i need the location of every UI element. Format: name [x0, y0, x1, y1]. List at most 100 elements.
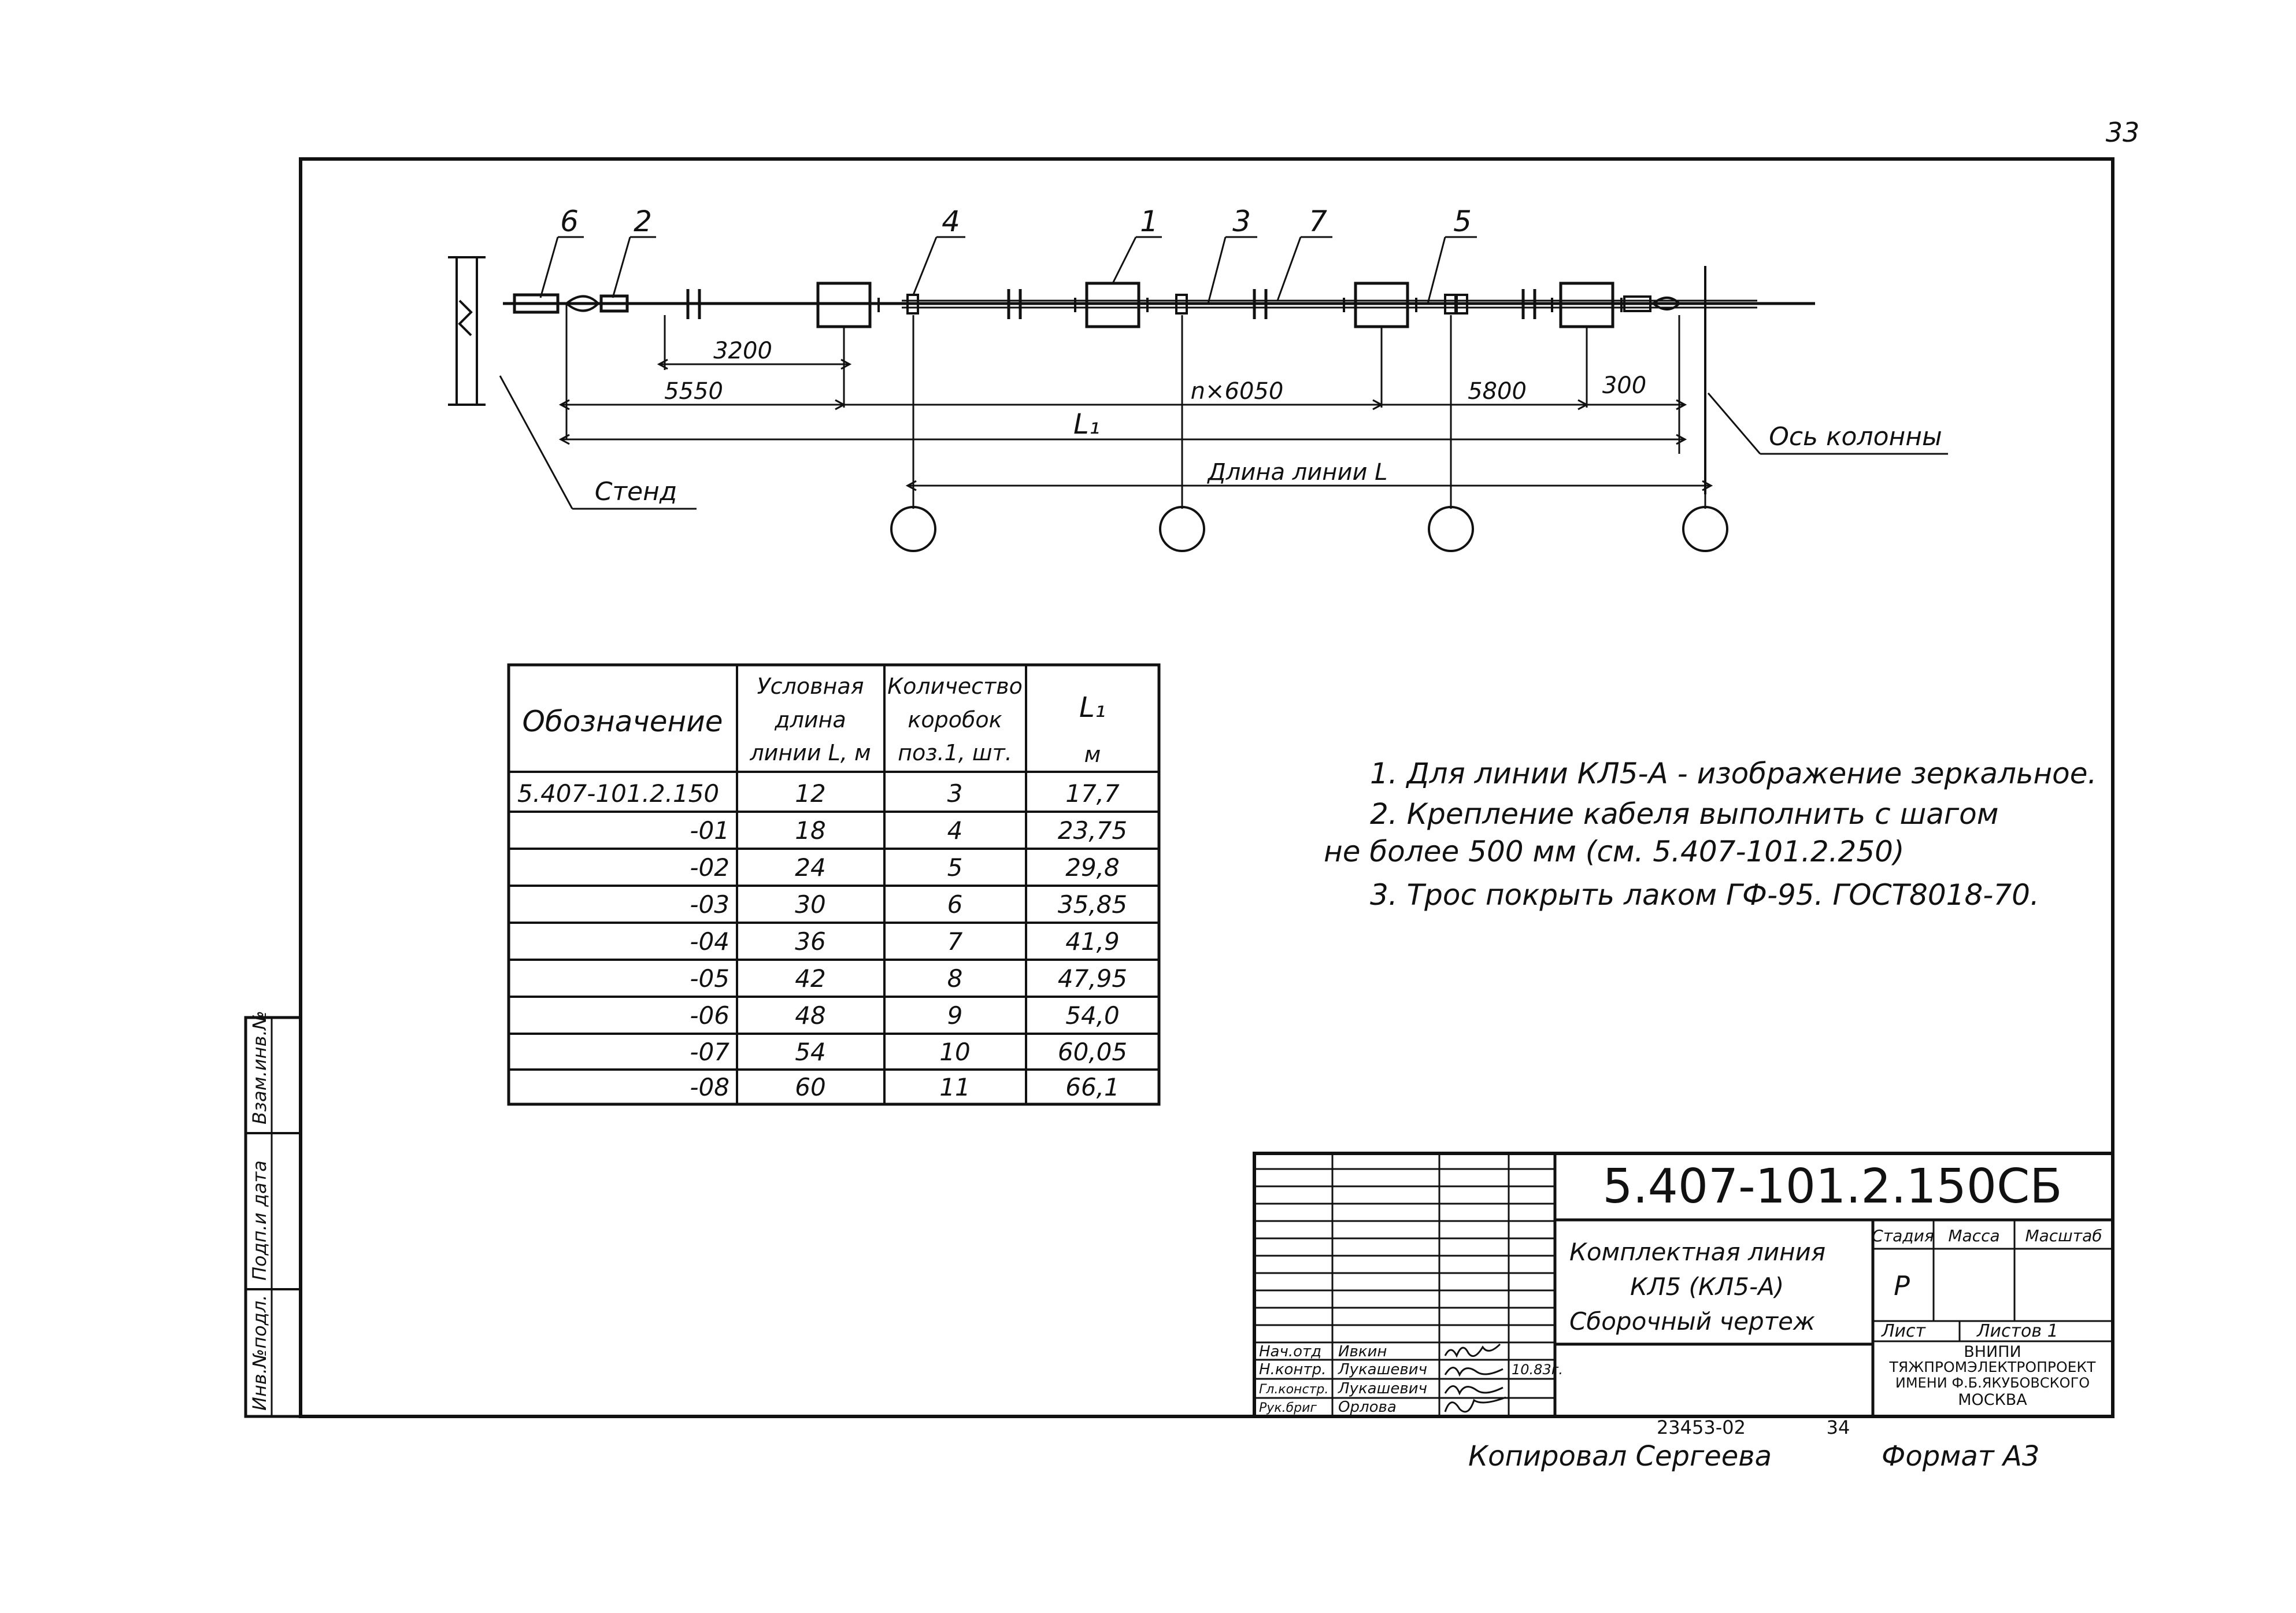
note-2-cont: не более 500 мм (см. 5.407-101.2.250) [1324, 835, 1904, 868]
svg-text:Рук.бриг: Рук.бриг [1259, 1401, 1317, 1415]
svg-text:8: 8 [947, 964, 963, 993]
column-markers [890, 506, 1728, 552]
header-designation: Обозначение [523, 705, 723, 738]
callout-1: 1 [1140, 205, 1158, 238]
sheets-label: Листов 1 [1976, 1321, 2058, 1341]
turnbuckle-loop [564, 295, 600, 312]
callout-7: 7 [1309, 205, 1327, 238]
end-sleeve [1623, 295, 1651, 312]
svg-text:-06: -06 [690, 1001, 729, 1030]
dim-5800: 5800 [1468, 378, 1527, 405]
order-number: 23453-02 [1657, 1416, 1746, 1438]
svg-text:Нач.отд: Нач.отд [1259, 1343, 1321, 1360]
dim-n6050: n×6050 [1191, 378, 1284, 405]
dimension-texts: 3200 5550 n×6050 5800 300 L₁ Длина линии… [595, 338, 1942, 506]
header-nominal-length-1: Условная [757, 674, 864, 699]
col-stage: Стадия [1872, 1226, 1934, 1245]
cable-clamp [1175, 294, 1188, 315]
table-row: -05 42 8 47,95 [690, 964, 1127, 993]
title-line-2: КЛ5 (КЛ5-А) [1630, 1272, 1784, 1301]
svg-text:42: 42 [795, 964, 825, 993]
svg-text:Орлова: Орлова [1338, 1399, 1397, 1416]
header-box-count-3: поз.1, шт. [898, 740, 1012, 765]
format-label: Формат А3 [1882, 1440, 2039, 1473]
col-scale: Масштаб [2025, 1226, 2102, 1245]
svg-text:12: 12 [795, 779, 825, 808]
callout-5: 5 [1453, 205, 1472, 238]
svg-text:Гл.констр.: Гл.констр. [1259, 1382, 1328, 1397]
table-row: -06 48 9 54,0 [690, 1001, 1119, 1030]
end-loop [1651, 297, 1681, 310]
stand-label: Стенд [595, 477, 677, 506]
table-row: -07 54 10 60,05 [690, 1038, 1127, 1066]
notes: 1. Для линии КЛ5-А - изображение зеркаль… [1324, 757, 2097, 912]
assembly-diagram [448, 236, 1948, 552]
staff-row: Нач.отд Ивкин [1259, 1343, 1387, 1360]
table-row: -04 36 7 41,9 [690, 927, 1119, 956]
cable-clamp [1456, 294, 1468, 315]
dimension-lines [558, 358, 1713, 491]
svg-text:5.407-101.2.150: 5.407-101.2.150 [517, 779, 719, 808]
svg-text:Лукашевич: Лукашевич [1338, 1361, 1427, 1378]
date-stamp: 10.83г. [1512, 1362, 1563, 1378]
column-circle [1682, 506, 1728, 552]
stand-wall [448, 256, 486, 406]
title-line-3: Сборочный чертеж [1569, 1307, 1815, 1335]
staff-row: Гл.констр. Лукашевич [1259, 1380, 1427, 1397]
col-mass: Масса [1948, 1226, 1999, 1245]
dim-line-length: Длина линии L [1207, 459, 1388, 486]
dim-5550: 5550 [664, 378, 723, 405]
svg-text:-02: -02 [690, 853, 729, 882]
header-l1: L₁ [1079, 691, 1106, 724]
stage-value: Р [1894, 1270, 1910, 1301]
callout-3: 3 [1232, 205, 1251, 238]
anchor-sleeve [513, 293, 560, 314]
svg-text:48: 48 [795, 1001, 825, 1030]
note-3: 3. Трос покрыть лаком ГФ-95. ГОСТ8018-70… [1370, 878, 2039, 912]
staff-row: Н.контр. Лукашевич [1259, 1361, 1427, 1378]
stamp-sign-date: Подп.и дата [249, 1160, 271, 1281]
staff-rows: Нач.отд Ивкин Н.контр. Лукашевич Гл.конс… [1259, 1343, 1563, 1416]
stamp-replace-inv: Взам.инв.№ [249, 1011, 271, 1124]
svg-text:18: 18 [795, 816, 825, 845]
org-line-3: ИМЕНИ Ф.Б.ЯКУБОВСКОГО [1895, 1375, 2090, 1391]
org-line-2: ТЯЖПРОМЭЛЕКТРОПРОЕКТ [1889, 1359, 2097, 1375]
column-circle [890, 506, 936, 552]
svg-text:29,8: 29,8 [1065, 853, 1120, 882]
cable-clamp [906, 294, 919, 315]
dim-300: 300 [1602, 372, 1646, 399]
callout-numbers: 6 2 4 1 3 7 5 [560, 205, 1472, 238]
org-line-1: ВНИПИ [1964, 1343, 2021, 1361]
svg-text:41,9: 41,9 [1065, 927, 1120, 956]
svg-text:-01: -01 [690, 816, 729, 845]
side-stamp: Инв.№подл. Подп.и дата Взам.инв.№ [244, 1011, 302, 1418]
svg-text:36: 36 [795, 927, 825, 956]
sheet-34: 34 [1827, 1416, 1850, 1438]
svg-text:-03: -03 [690, 890, 729, 919]
sheet-label: Лист [1881, 1321, 1927, 1341]
table-row: -08 60 11 66,1 [690, 1073, 1119, 1101]
svg-text:-04: -04 [690, 927, 729, 956]
svg-text:7: 7 [947, 927, 963, 956]
svg-text:60: 60 [795, 1073, 825, 1101]
svg-text:-05: -05 [690, 964, 729, 993]
cable-break-marks [686, 289, 1536, 319]
table-row: -01 18 4 23,75 [690, 816, 1127, 845]
staff-row: Рук.бриг Орлова [1259, 1399, 1397, 1416]
note-2: 2. Крепление кабеля выполнить с шагом [1370, 797, 1998, 831]
svg-text:Лукашевич: Лукашевич [1338, 1380, 1427, 1397]
doc-code: 5.407-101.2.150СБ [1602, 1159, 2062, 1214]
header-box-count-1: Количество [887, 674, 1023, 699]
svg-text:-08: -08 [690, 1073, 729, 1101]
table-row: -03 30 6 35,85 [690, 890, 1127, 919]
svg-text:9: 9 [947, 1001, 963, 1030]
svg-text:54,0: 54,0 [1065, 1001, 1120, 1030]
svg-text:11: 11 [939, 1073, 970, 1101]
svg-text:10: 10 [939, 1038, 970, 1066]
column-circle [1159, 506, 1205, 552]
svg-text:54: 54 [795, 1038, 825, 1066]
header-nominal-length-3: линии L, м [749, 740, 871, 765]
svg-text:17,7: 17,7 [1065, 779, 1120, 808]
note-1: 1. Для линии КЛ5-А - изображение зеркаль… [1370, 757, 2097, 790]
